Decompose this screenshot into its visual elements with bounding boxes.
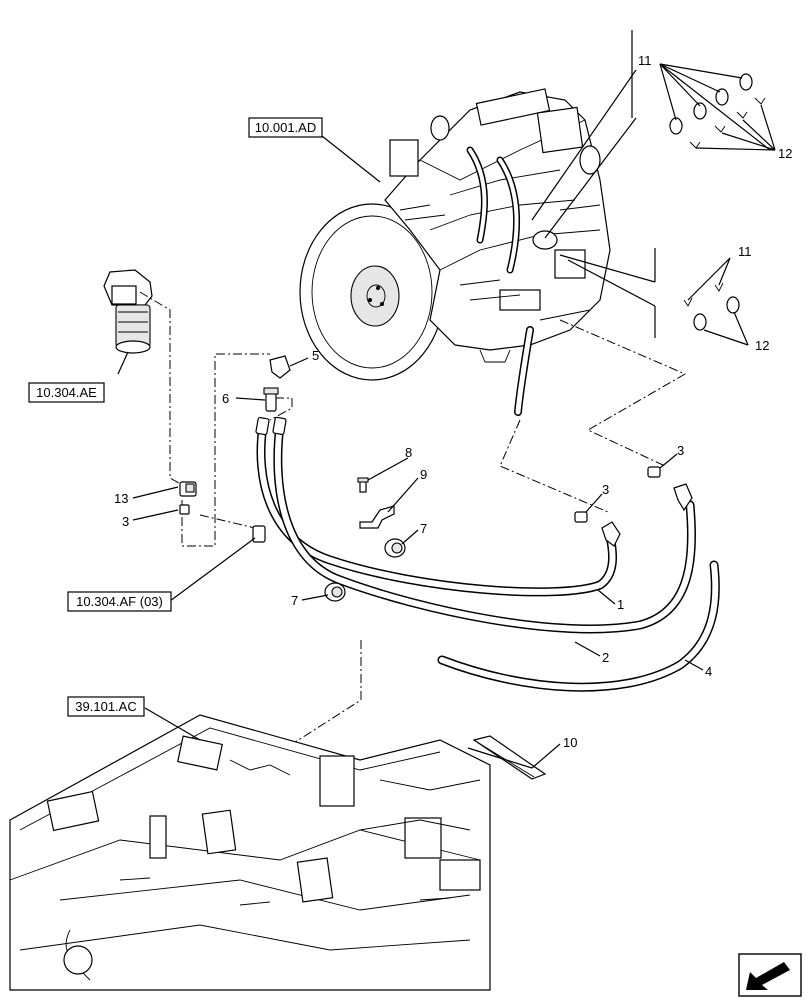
callout-1: 1 [617,597,624,612]
ref-engine[interactable]: 10.001.AD [248,117,323,138]
chassis-frame [9,714,491,991]
hose-1 [256,420,618,597]
callout-3-left: 3 [122,514,129,529]
svg-text:10.304.AE: 10.304.AE [36,385,97,400]
callout-12-mid: 12 [755,338,769,353]
side-fitting [252,525,266,543]
adapter-fitting [263,387,279,412]
callout-12-top: 12 [778,146,792,161]
union-fittings [179,466,661,523]
callout-7-right: 7 [420,521,427,536]
ref-filter[interactable]: 10.304.AE [28,382,105,403]
callout-11-mid: 11 [738,244,752,259]
callout-8: 8 [405,445,412,460]
hardware-group-top [659,63,776,151]
hose-2 [273,420,696,634]
bracket [359,505,395,529]
callout-4: 4 [705,664,712,679]
callout-7-left: 7 [291,593,298,608]
callout-5: 5 [312,348,319,363]
leader-lines [117,135,704,769]
svg-text:10.304.AF (03): 10.304.AF (03) [76,594,163,609]
callout-11-top: 11 [638,53,652,68]
ref-fitting[interactable]: 10.304.AF (03) [67,591,172,612]
connector-fitting [179,481,197,497]
callout-2: 2 [602,650,609,665]
routing-lines [139,291,687,790]
callout-3-mid: 3 [602,482,609,497]
engine-assembly [299,88,611,416]
ref-frame[interactable]: 39.101.AC [67,696,145,717]
callouts: 11 12 11 12 5 6 13 3 8 9 7 7 3 3 1 2 4 1… [114,53,792,750]
svg-text:10.001.AD: 10.001.AD [255,120,316,135]
hardware-group-middle [683,257,749,346]
hose-fittings [255,416,693,547]
fuel-filter [103,269,153,354]
grommets [324,538,406,602]
callout-10: 10 [563,735,577,750]
hose-4 [437,560,720,692]
engine-cut-lines [531,30,656,338]
bolt [357,477,369,493]
callout-13: 13 [114,491,128,506]
direction-arrow-icon[interactable] [738,953,802,997]
callout-3-right: 3 [677,443,684,458]
elbow-fitting [269,355,291,379]
callout-9: 9 [420,467,427,482]
svg-text:39.101.AC: 39.101.AC [75,699,136,714]
callout-6: 6 [222,391,229,406]
